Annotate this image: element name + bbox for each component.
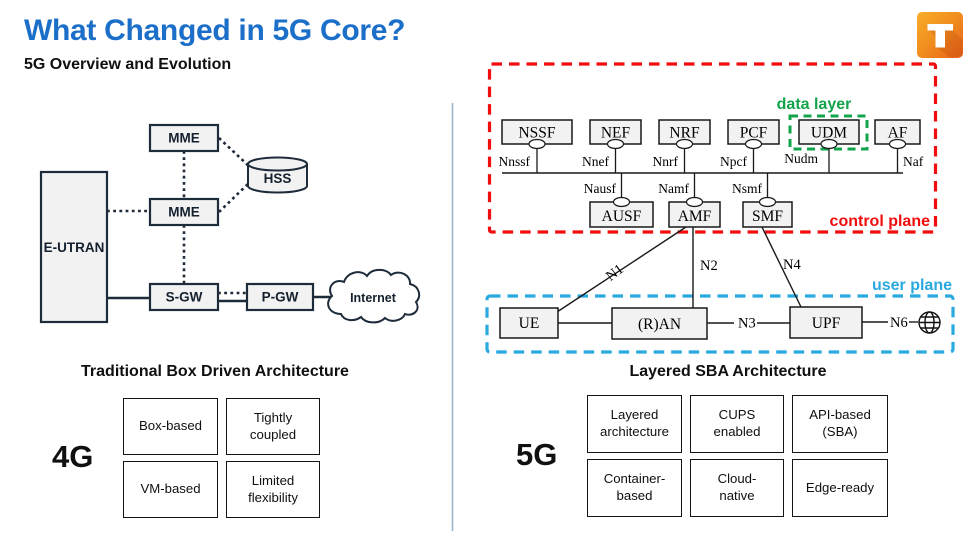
globe-icon [918,311,941,334]
feature-vm-based: VM-based [123,461,218,518]
nf-top-row: NSSF NEF NRF PCF UDM AF Nnssf Nnef Nnrf … [498,119,924,173]
caption-5g: Layered SBA Architecture [629,363,827,380]
cloud-icon [327,268,421,324]
node-hss-label: HSS [264,171,292,186]
feature-container-based: Container-based [587,459,682,517]
caption-4g: Traditional Box Driven Architecture [81,363,349,380]
node-sgw-label: S-GW [166,290,203,305]
user-plane-box [485,294,955,354]
feature-edge-ready: Edge-ready [792,459,888,517]
ref-label-n4: N4 [783,257,801,273]
nf-mid-drops [620,173,769,199]
nf-top-drops [536,148,899,173]
nf-top-ports [528,138,907,150]
node-mme-mid: MME [148,197,220,227]
node-eutran: E-UTRAN [39,170,109,324]
node-internet-cloud: Internet [327,268,421,324]
iface-label-naf: Naf [903,154,924,169]
gen-4g-label: 4G [52,439,94,474]
diagram-5g-sba: data layer control plane user plane N1 N… [485,62,955,354]
node-ran [611,307,708,340]
nf-box-smf [742,201,793,228]
user-plane-label: user plane [872,277,952,294]
ref-line-n1 [556,226,687,313]
nf-top-rects [501,119,921,145]
features-5g: Layered architecture CUPS enabled API-ba… [587,395,888,517]
nf-box-amf [668,201,721,228]
feature-api-based-sba: API-based (SBA) [792,395,888,453]
iface-label-nnssf: Nnssf [498,154,530,169]
node-pgw: P-GW [245,282,315,312]
control-plane-label: control plane [830,213,931,230]
nf-label-udm: UDM [811,125,847,142]
nf-label-ausf: AUSF [602,208,642,225]
feature-limited-flexibility: Limited flexibility [226,461,320,518]
feature-box-based: Box-based [123,398,218,455]
node-mme-top: MME [148,123,220,153]
node-upf-label: UPF [812,315,841,332]
nf-label-amf: AMF [678,208,712,225]
node-eutran-label: E-UTRAN [44,240,105,255]
page-subtitle: 5G Overview and Evolution [24,56,232,73]
node-hss: HSS [247,156,308,194]
nf-label-nef: NEF [601,125,631,142]
nf-label-af: AF [888,125,908,142]
iface-label-npcf: Npcf [720,154,747,169]
node-ue-label: UE [519,315,540,332]
node-sgw: S-GW [148,282,220,312]
nf-label-pcf: PCF [740,125,768,142]
node-mme-top-label: MME [168,131,200,146]
ref-line-n4 [761,226,802,308]
node-ran-label: (R)AN [638,316,681,333]
gen-5g-label: 5G [516,437,558,472]
user-plane-rects [499,306,863,340]
features-4g: Box-based Tightly coupled VM-based Limit… [123,398,320,518]
feature-cups-enabled: CUPS enabled [690,395,784,453]
dotted-links [107,137,253,295]
nf-label-smf: SMF [752,208,783,225]
diagram-4g-epc: E-UTRAN MME MME HSS S-GW [39,123,421,324]
ref-label-n3: N3 [738,316,756,332]
iface-label-nsmf: Nsmf [732,181,763,196]
iface-label-nnef: Nnef [582,154,609,169]
nf-mid-rects [589,201,793,228]
brand-logo [917,12,963,58]
iface-label-nnrf: Nnrf [653,154,679,169]
node-internet-label: Internet [350,291,397,305]
nf-mid-row: AUSF AMF SMF Nausf Namf Nsmf [584,173,793,228]
data-layer-label: data layer [777,96,852,113]
iface-label-nudm: Nudm [784,151,818,166]
feature-tightly-coupled: Tightly coupled [226,398,320,455]
feature-cloud-native: Cloud-native [690,459,784,517]
ref-label-n6: N6 [890,315,908,331]
node-pgw-label: P-GW [262,290,299,305]
iface-label-nausf: Nausf [584,181,617,196]
user-plane-row: UE (R)AN UPF [499,306,941,340]
page-title: What Changed in 5G Core? [24,14,406,47]
nf-mid-ports [612,196,777,208]
node-mme-mid-label: MME [168,205,200,220]
link-mmemid-hss-dotted [218,180,252,213]
nf-label-nssf: NSSF [518,125,555,142]
ref-lines [556,226,918,324]
node-ue [499,307,559,339]
link-mmetop-hss-dotted [218,137,253,170]
nf-label-nrf: NRF [669,125,700,142]
node-upf [789,306,863,339]
t-logo-icon [917,12,963,58]
iface-label-namf: Namf [658,181,689,196]
control-plane-box [487,62,938,234]
ref-label-n2: N2 [700,258,718,274]
ref-label-n1: N1 [603,261,627,284]
feature-layered-architecture: Layered architecture [587,395,682,453]
